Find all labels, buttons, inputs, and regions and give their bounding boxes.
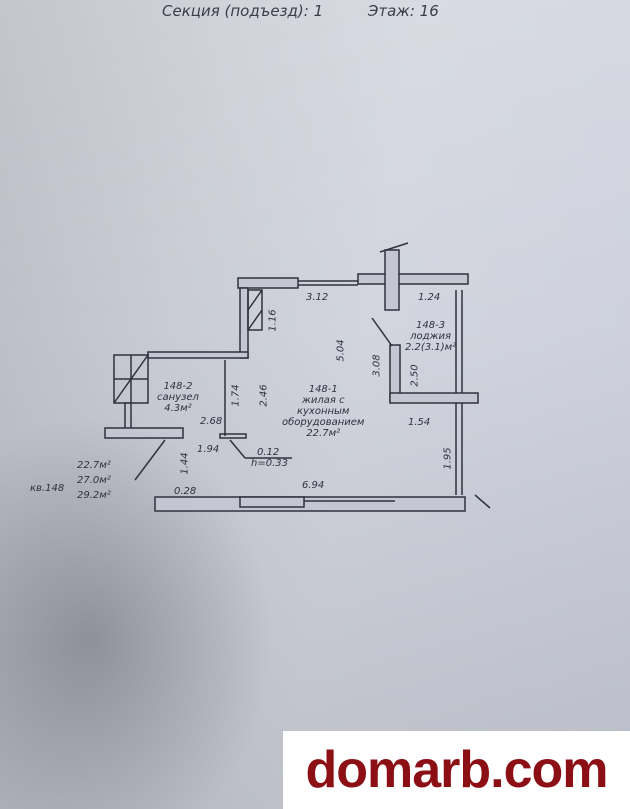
dim-6-94: 6.94 xyxy=(302,480,325,491)
dim-1-24: 1.24 xyxy=(418,292,441,303)
partition-stub xyxy=(219,433,247,439)
wall-bottom-seg xyxy=(239,496,305,508)
room-area: 2.2(3.1)м² xyxy=(405,342,457,353)
dim-1-54: 1.54 xyxy=(408,417,431,428)
dim-3-12: 3.12 xyxy=(306,292,329,303)
dim-1-44: 1.44 xyxy=(179,452,191,475)
wall-top-left xyxy=(237,277,299,289)
wall-left-upper xyxy=(239,287,249,359)
leader-line xyxy=(371,317,393,347)
leader-line xyxy=(229,439,246,459)
dim-1-74: 1.74 xyxy=(230,384,242,407)
room-code: 148-3 xyxy=(416,320,446,331)
dim-2-50: 2.50 xyxy=(409,364,421,387)
dim-5-04: 5.04 xyxy=(335,339,347,362)
column-top xyxy=(384,249,400,311)
vent-hatch xyxy=(113,354,149,404)
room-code: 148-2 xyxy=(163,381,193,392)
wall-bath-left xyxy=(124,402,132,430)
dim-2-68: 2.68 xyxy=(200,416,223,427)
dim-1-94: 1.94 xyxy=(197,444,220,455)
area-total: 27.0м² xyxy=(77,475,111,486)
vent-hatch xyxy=(247,289,263,311)
room-loggia-label: 148-3 лоджия 2.2(3.1)м² xyxy=(405,320,456,353)
watermark-text: domarb.com xyxy=(305,741,608,799)
room-name: жилая с xyxy=(301,395,345,406)
apartment-areas: 22.7м² 27.0м² 29.2м² xyxy=(77,460,111,501)
section-label: Секция (подъезд): 1 xyxy=(162,2,324,20)
room-main-label: 148-1 жилая с кухонным оборудованием 22.… xyxy=(282,384,364,439)
dim-3-08: 3.08 xyxy=(371,354,383,377)
wall-top-right xyxy=(357,273,469,285)
cut-line xyxy=(379,242,409,253)
room-bath-label: 148-2 санузел 4.3м² xyxy=(157,381,199,414)
wall-bottom xyxy=(154,496,466,512)
room-code: 148-1 xyxy=(308,384,338,395)
dim-1-16: 1.16 xyxy=(267,309,279,332)
dim-2-46: 2.46 xyxy=(258,384,270,407)
leader-line xyxy=(134,439,166,481)
dim-1-95: 1.95 xyxy=(442,447,454,470)
vent-hatch xyxy=(247,309,263,331)
vent-shaft xyxy=(247,289,263,331)
floor-label: Этаж: 16 xyxy=(367,2,439,20)
room-area: 22.7м² xyxy=(306,428,341,439)
dim-0-12: 0.12 xyxy=(257,447,280,458)
dim-0-28: 0.28 xyxy=(174,486,197,497)
watermark-banner: domarb.com xyxy=(283,731,630,809)
room-name: оборудованием xyxy=(282,417,365,428)
area-living: 22.7м² xyxy=(77,460,111,471)
area-with-loggia: 29.2м² xyxy=(77,490,111,501)
room-area: 4.3м² xyxy=(164,403,192,414)
cut-line xyxy=(474,494,491,509)
room-name: санузел xyxy=(157,392,199,403)
room-name: кухонным xyxy=(296,406,350,417)
height-0-33: h=0.33 xyxy=(251,458,288,469)
wall-bath-bottom xyxy=(104,427,184,439)
room-name: лоджия xyxy=(410,331,452,342)
page-header: Секция (подъезд): 1 Этаж: 16 xyxy=(162,2,479,20)
loggia-wall-bottom xyxy=(389,392,479,404)
apartment-number: кв.148 xyxy=(30,483,65,494)
wall-bath-top xyxy=(147,351,249,359)
